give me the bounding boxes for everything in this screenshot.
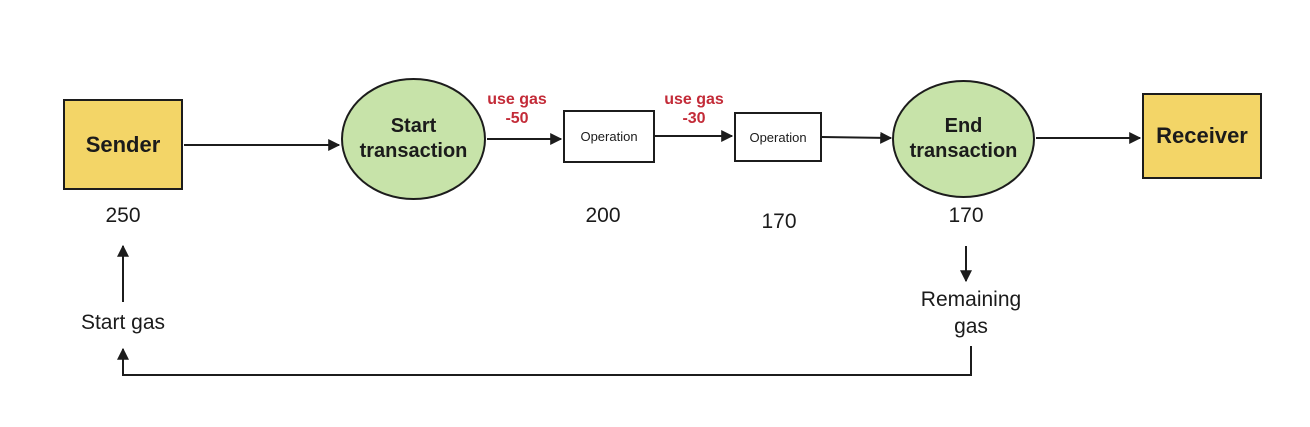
operation2-label: Operation bbox=[749, 129, 807, 145]
end-transaction-label: End transaction bbox=[909, 115, 1018, 162]
receiver-label: Receiver bbox=[1156, 123, 1248, 148]
use-gas-30-amount: -30 bbox=[682, 110, 706, 127]
start-transaction-label: Start transaction bbox=[359, 115, 468, 162]
use-gas-30-text: use gas bbox=[664, 91, 724, 108]
use-gas-50-label: use gas -50 bbox=[467, 90, 567, 128]
remaining-gas-label: Remaining gas bbox=[896, 286, 1046, 340]
gas-value-after-operation1: 200 bbox=[585, 204, 621, 227]
gas-value-after-operation2: 170 bbox=[761, 210, 797, 233]
gas-value-end-transaction: 170 bbox=[948, 204, 984, 227]
operation2-node: Operation bbox=[734, 112, 822, 162]
remaining-gas-line1: Remaining bbox=[920, 288, 1022, 311]
start-gas-label: Start gas bbox=[80, 311, 166, 334]
use-gas-50-amount: -50 bbox=[505, 110, 529, 127]
operation1-label: Operation bbox=[580, 129, 638, 144]
remaining-gas-line2: gas bbox=[954, 315, 988, 338]
start-transaction-node: Start transaction bbox=[341, 78, 486, 200]
arrow-remaining-gas-to-start-gas-feedback bbox=[117, 346, 972, 376]
use-gas-50-text: use gas bbox=[487, 91, 547, 108]
receiver-node: Receiver bbox=[1142, 93, 1262, 179]
gas-value-start: 250 bbox=[105, 204, 141, 227]
operation1-node: Operation bbox=[563, 110, 655, 163]
sender-label: Sender bbox=[85, 131, 161, 157]
end-transaction-node: End transaction bbox=[892, 80, 1035, 198]
arrow-operation2-to-end-transaction bbox=[821, 131, 893, 144]
use-gas-30-label: use gas -30 bbox=[644, 90, 744, 128]
sender-node: Sender bbox=[63, 99, 183, 190]
